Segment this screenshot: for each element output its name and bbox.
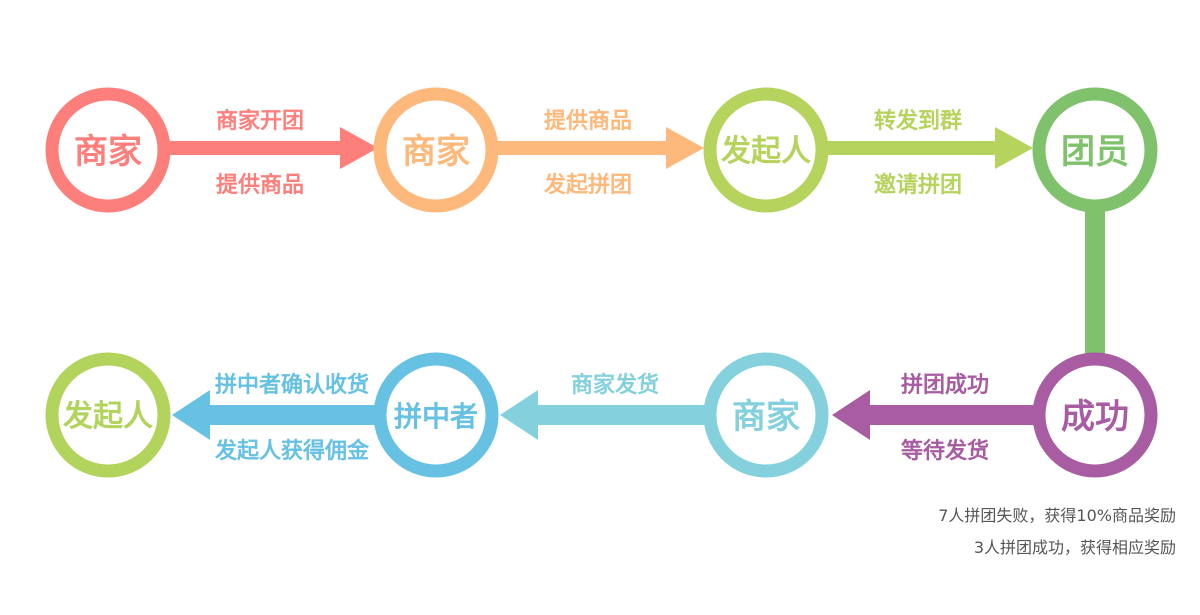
arrow-1-shaft [165, 141, 345, 155]
arrow-6: 商家发货 [500, 372, 712, 440]
arrow-3-shaft [825, 141, 1000, 155]
arrow-1-head [340, 127, 378, 169]
node-member: 团员 [1032, 87, 1158, 213]
arrow-6-top-label: 商家发货 [571, 372, 659, 398]
node-4-ring [1032, 87, 1158, 213]
node-5-ring [1032, 352, 1158, 478]
node-8-ring [45, 352, 171, 478]
arrow-2-head [666, 127, 704, 169]
node-7-label: 拼中者 [394, 400, 478, 433]
arrow-7-bottom-label: 发起人获得佣金 [214, 438, 370, 464]
arrow-3-top-label: 转发到群 [874, 108, 962, 134]
node-merchant-3: 商家 [703, 352, 829, 478]
arrow-1-bottom-label: 提供商品 [216, 172, 304, 198]
node-7-ring [373, 352, 499, 478]
node-4-label: 团员 [1061, 132, 1129, 172]
arrow-5-head [832, 390, 870, 440]
node-1-ring [45, 87, 171, 213]
node-5-label: 成功 [1061, 397, 1129, 437]
arrow-6-head [500, 390, 538, 440]
reward-note-failure: 7人拼团失败，获得10%商品奖励 [938, 506, 1176, 525]
arrow-1-top-label: 商家开团 [216, 108, 304, 134]
node-initiator-2: 发起人 [45, 352, 171, 478]
arrow-7-shaft [205, 405, 385, 425]
node-success: 成功 [1032, 352, 1158, 478]
node-3-ring [703, 87, 829, 213]
arrow-3-bottom-label: 邀请拼团 [874, 172, 962, 198]
node-8-label: 发起人 [62, 399, 153, 434]
arrow-7-head [172, 390, 210, 440]
arrow-7: 拼中者确认收货 发起人获得佣金 [172, 372, 385, 464]
arrow-5-bottom-label: 等待发货 [901, 438, 989, 464]
node-initiator-1: 发起人 [703, 87, 829, 213]
arrow-2-top-label: 提供商品 [544, 108, 632, 134]
arrow-5-shaft [865, 405, 1040, 425]
arrow-3-head [995, 127, 1033, 169]
arrow-1: 商家开团 提供商品 [165, 108, 378, 198]
arrow-6-shaft [532, 405, 712, 425]
arrow-2-bottom-label: 发起拼团 [543, 172, 632, 198]
arrow-2-shaft [495, 141, 670, 155]
node-6-label: 商家 [732, 397, 800, 437]
arrow-5-top-label: 拼团成功 [901, 372, 989, 398]
node-1-label: 商家 [74, 132, 142, 172]
vertical-connector [1085, 208, 1105, 358]
node-2-label: 商家 [402, 132, 470, 172]
arrow-7-top-label: 拼中者确认收货 [215, 372, 369, 398]
arrow-2: 提供商品 发起拼团 [495, 108, 704, 198]
reward-note-success: 3人拼团成功，获得相应奖励 [973, 538, 1176, 557]
node-merchant-1: 商家 [45, 87, 171, 213]
node-winner: 拼中者 [373, 352, 499, 478]
node-3-label: 发起人 [720, 134, 811, 169]
arrow-3: 转发到群 邀请拼团 [825, 108, 1033, 198]
node-merchant-2: 商家 [373, 87, 499, 213]
node-2-ring [373, 87, 499, 213]
arrow-5: 拼团成功 等待发货 [832, 372, 1040, 464]
node-6-ring [703, 352, 829, 478]
